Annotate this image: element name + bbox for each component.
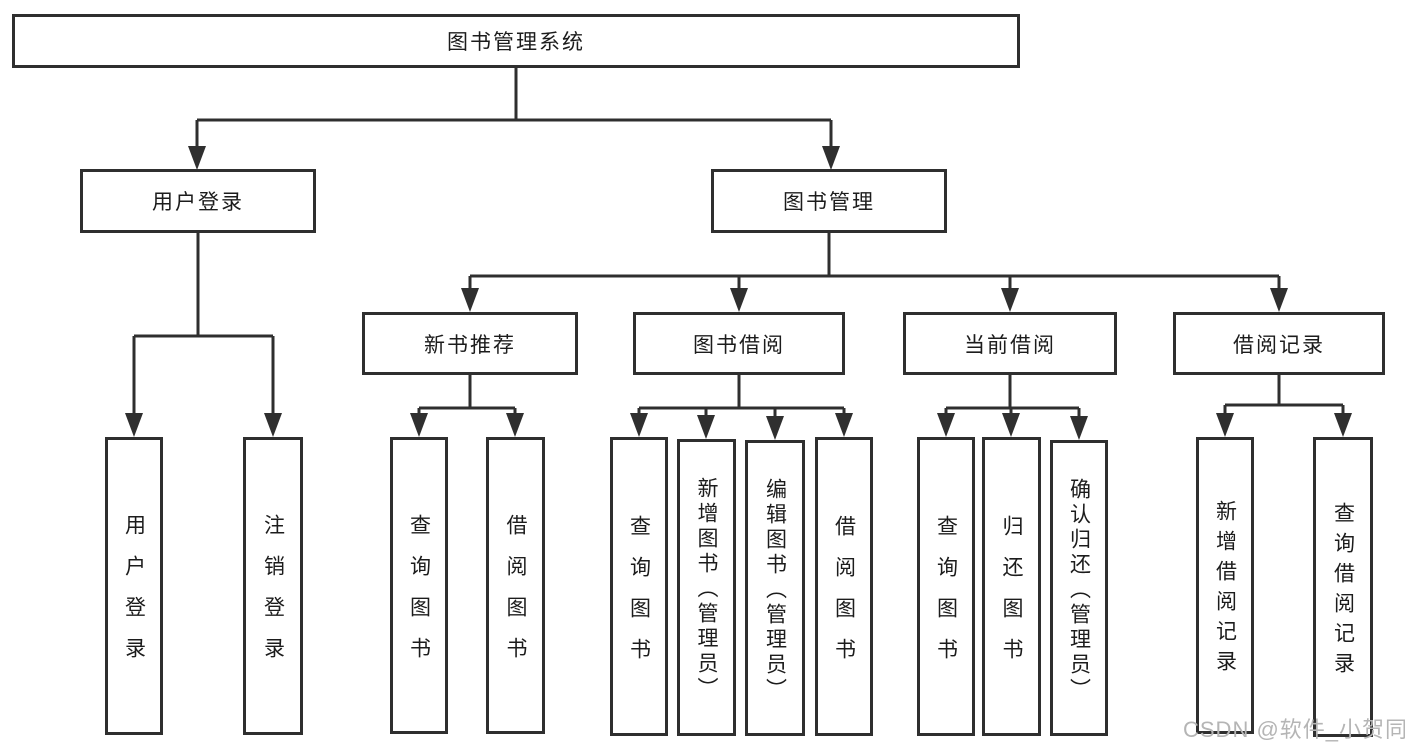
node-user-login: 用户登录 — [80, 169, 316, 233]
leaf-add-books-admin-label: 新增图书（管理员） — [695, 477, 718, 702]
leaf-query-books-current-label: 查询图书 — [934, 514, 958, 679]
leaf-borrow-books-recommend: 借阅图书 — [486, 437, 545, 734]
node-book-borrowing: 图书借阅 — [633, 312, 845, 375]
leaf-user-login-label: 用户登录 — [122, 514, 146, 678]
leaf-query-borrow-record: 查询借阅记录 — [1313, 437, 1373, 737]
node-root-system: 图书管理系统 — [12, 14, 1020, 68]
leaf-confirm-return-admin-label: 确认归还（管理员） — [1067, 477, 1091, 703]
leaf-edit-books-admin-label: 编辑图书（管理员） — [763, 477, 787, 703]
leaf-query-books-recommend-label: 查询图书 — [407, 513, 431, 678]
leaf-query-books-current: 查询图书 — [917, 437, 975, 736]
leaf-borrow-books-label: 借阅图书 — [832, 514, 856, 679]
leaf-borrow-books-recommend-label: 借阅图书 — [504, 513, 527, 678]
leaf-return-books: 归还图书 — [982, 437, 1041, 736]
leaf-add-borrow-record: 新增借阅记录 — [1196, 437, 1254, 734]
leaf-query-borrow-record-label: 查询借阅记录 — [1331, 501, 1355, 682]
leaf-borrow-books: 借阅图书 — [815, 437, 873, 736]
leaf-add-borrow-record-label: 新增借阅记录 — [1213, 500, 1237, 680]
leaf-query-books-borrow: 查询图书 — [610, 437, 668, 736]
leaf-return-books-label: 归还图书 — [1000, 514, 1023, 679]
leaf-user-login: 用户登录 — [105, 437, 163, 735]
leaf-edit-books-admin: 编辑图书（管理员） — [745, 440, 805, 736]
leaf-add-books-admin: 新增图书（管理员） — [677, 439, 736, 736]
leaf-logout: 注销登录 — [243, 437, 303, 735]
node-current-borrowing: 当前借阅 — [903, 312, 1117, 375]
leaf-logout-label: 注销登录 — [261, 514, 285, 678]
leaf-query-books-borrow-label: 查询图书 — [627, 514, 651, 679]
leaf-query-books-recommend: 查询图书 — [390, 437, 448, 734]
node-new-book-recommend: 新书推荐 — [362, 312, 578, 375]
csdn-watermark: CSDN @软件_小贺同学 — [1183, 717, 1405, 742]
node-book-management: 图书管理 — [711, 169, 947, 233]
leaf-confirm-return-admin: 确认归还（管理员） — [1050, 440, 1108, 736]
node-borrowing-records: 借阅记录 — [1173, 312, 1385, 375]
